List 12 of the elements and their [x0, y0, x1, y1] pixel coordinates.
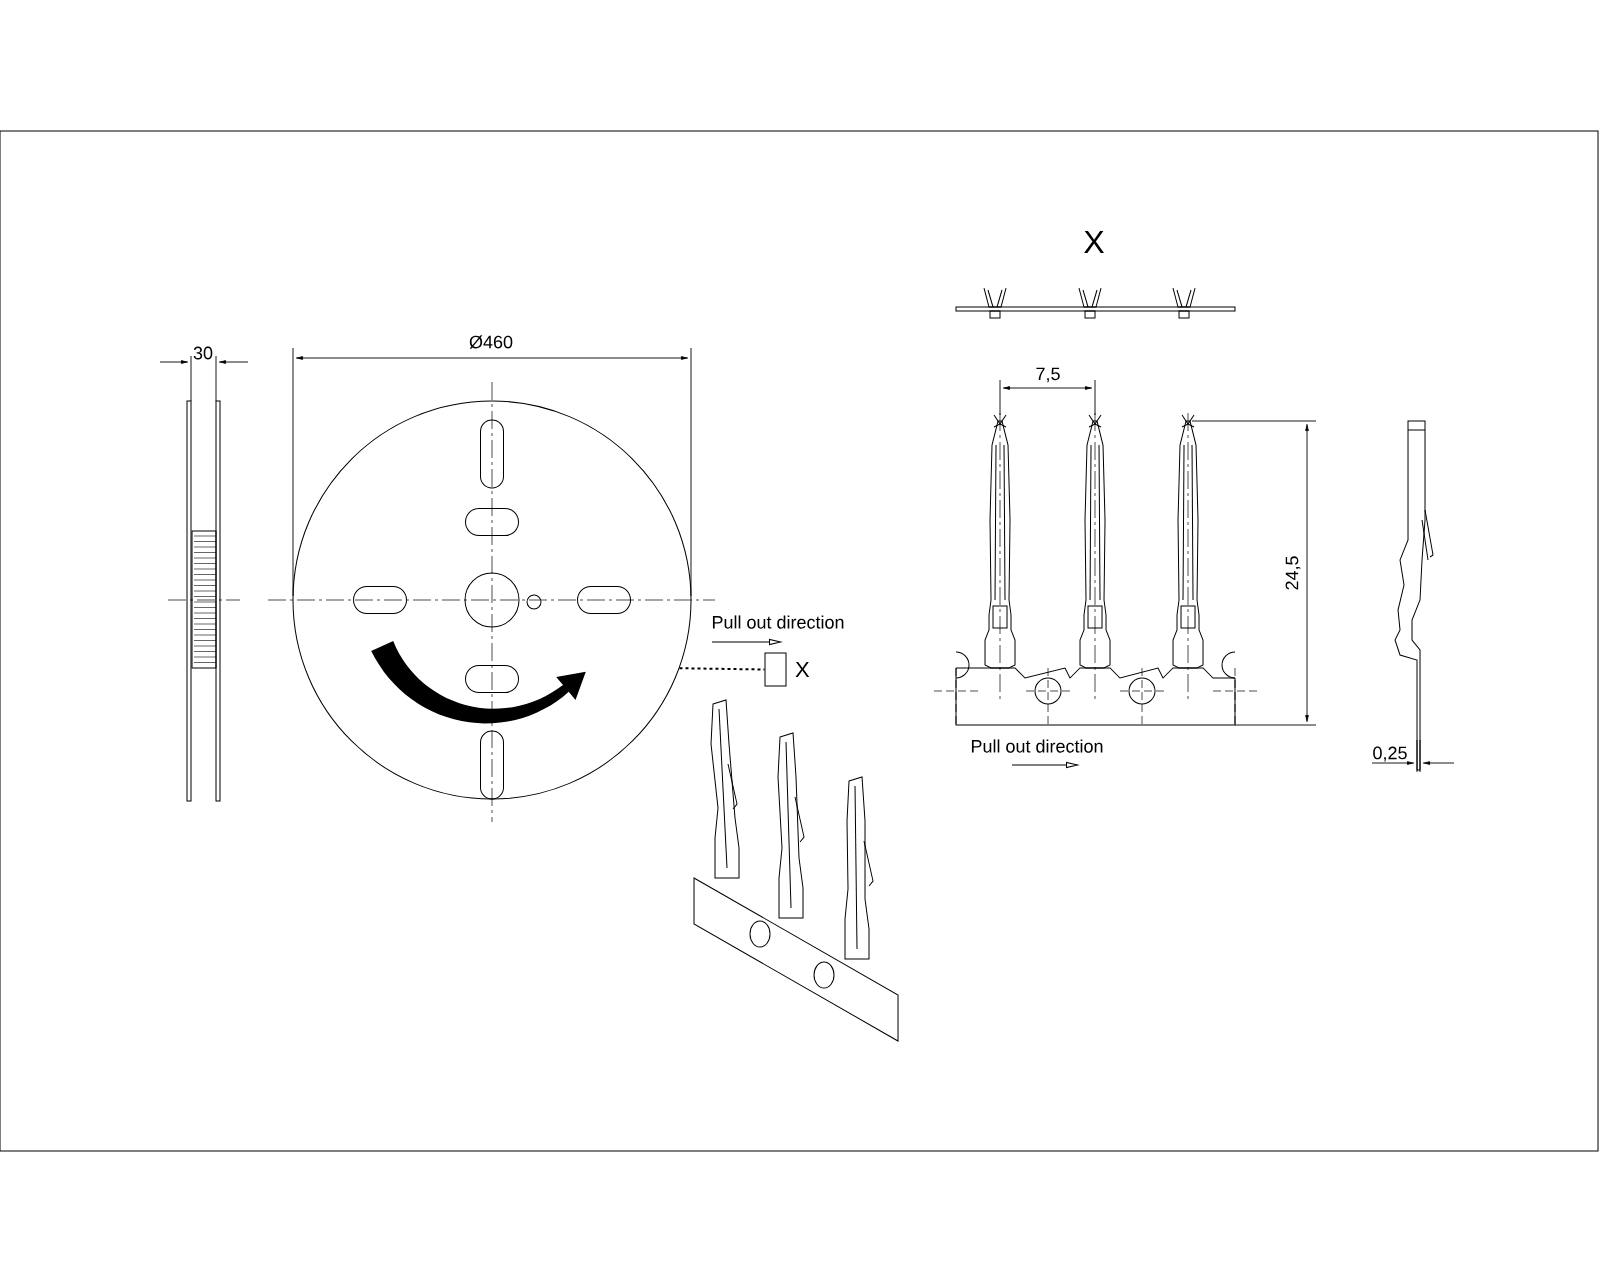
dimension-text: Ø460: [469, 335, 513, 349]
dimension-text: 0,25: [1373, 746, 1407, 762]
dimension-text: 7,5: [1036, 367, 1060, 383]
dimension-text: 24,5: [1285, 556, 1301, 590]
view-label: X: [1084, 231, 1104, 253]
direction-label: Pull out direction: [712, 615, 844, 629]
detail-box: [764, 652, 787, 687]
view-label: X: [795, 661, 810, 678]
direction-label: Pull out direction: [971, 739, 1103, 753]
reel-disc: [292, 400, 692, 800]
terminal-strip-line: [678, 667, 766, 671]
dimension-text: 30: [193, 346, 213, 360]
